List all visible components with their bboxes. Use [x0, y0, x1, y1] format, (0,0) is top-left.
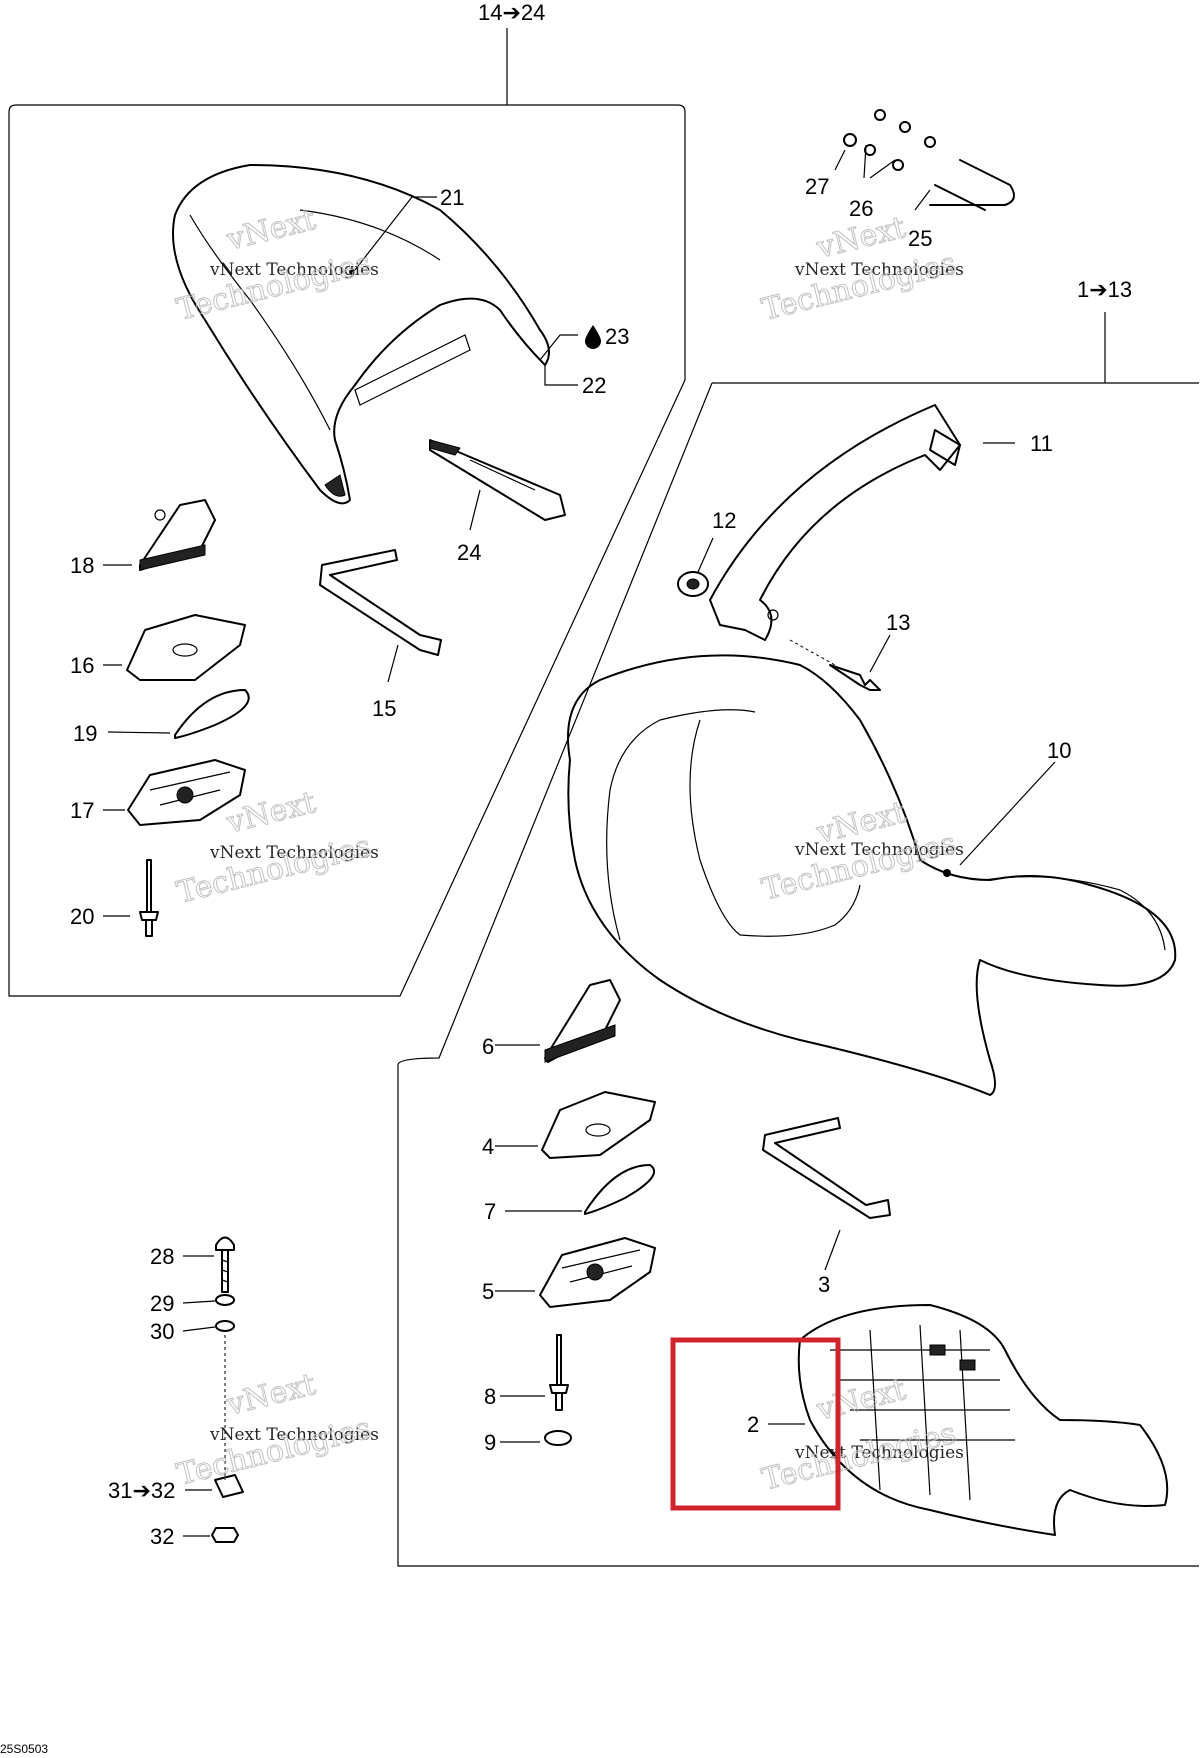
- rod-part-3: [762, 1117, 891, 1219]
- callout-11: 11: [1030, 431, 1053, 456]
- callout-3: 3: [818, 1272, 830, 1297]
- washer-part-30: [215, 1320, 235, 1332]
- callout-29: 29: [150, 1291, 174, 1316]
- watermark-3: vNext vNext Technologies Technologies: [173, 785, 379, 912]
- callout-2: 2: [747, 1412, 759, 1437]
- group-label-14-24: 14➔24: [478, 0, 545, 25]
- callout-22: 22: [582, 373, 606, 398]
- callout-26: 26: [849, 196, 873, 221]
- callout-8: 8: [484, 1384, 496, 1409]
- driver-seat-part-10: [567, 654, 1177, 1096]
- callout-20: 20: [70, 904, 94, 929]
- svg-text:vNext Technologies: vNext Technologies: [209, 843, 379, 863]
- oil-drop-icon: [585, 325, 601, 349]
- latch-part-18: [139, 499, 216, 571]
- svg-text:vNext Technologies: vNext Technologies: [794, 840, 964, 860]
- svg-text:Technologies: Technologies: [758, 246, 959, 328]
- striker-part-4: [541, 1091, 656, 1159]
- clip-part-7: [584, 1164, 656, 1215]
- clip-part-19: [174, 689, 250, 739]
- callout-9: 9: [484, 1430, 496, 1455]
- callout-19: 19: [73, 721, 97, 746]
- rod-part-15: [319, 549, 442, 656]
- nuts-part-26: [864, 109, 936, 171]
- bracket-part-24: [429, 439, 566, 521]
- leader-lines: [103, 144, 1056, 1537]
- callout-27: 27: [805, 174, 829, 199]
- callout-28: 28: [150, 1244, 174, 1269]
- callout-23: 23: [605, 324, 629, 349]
- bolt-part-28: [215, 1236, 235, 1293]
- latch-base-part-5: [539, 1237, 656, 1308]
- grommet-part-12: [677, 571, 709, 597]
- callout-24: 24: [457, 540, 481, 565]
- watermark-2: vNext vNext Technologies Technologies: [758, 210, 964, 329]
- callout-32: 32: [150, 1524, 174, 1549]
- callout-6: 6: [482, 1034, 494, 1059]
- svg-text:vNext Technologies: vNext Technologies: [794, 260, 964, 280]
- reference-code: 25S0503: [0, 1742, 48, 1756]
- latch-part-6: [544, 979, 621, 1063]
- callout-25: 25: [908, 226, 932, 251]
- callout-7: 7: [484, 1199, 496, 1224]
- nut-part-32: [211, 1527, 239, 1543]
- svg-text:Technologies: Technologies: [173, 829, 374, 911]
- highlight-box-part-2: [670, 1337, 841, 1511]
- panel-passenger-seat-border: [8, 104, 686, 997]
- callout-21: 21: [440, 185, 464, 210]
- latch-base-part-17: [127, 759, 246, 826]
- callout-15: 15: [372, 696, 396, 721]
- seat-base-part-2: [797, 1304, 1169, 1536]
- callout-18: 18: [70, 553, 94, 578]
- group-label-31-32: 31➔32: [108, 1478, 175, 1503]
- striker-part-16: [126, 614, 246, 681]
- svg-text:vNext Technologies: vNext Technologies: [209, 260, 379, 280]
- callout-17: 17: [70, 798, 94, 823]
- svg-text:vNext: vNext: [222, 202, 319, 258]
- callout-5: 5: [482, 1279, 494, 1304]
- callout-16: 16: [70, 653, 94, 678]
- svg-text:Technologies: Technologies: [173, 246, 374, 328]
- callout-10: 10: [1047, 738, 1071, 763]
- callout-4: 4: [482, 1134, 494, 1159]
- svg-text:Technologies: Technologies: [173, 1411, 374, 1493]
- svg-text:vNext Technologies: vNext Technologies: [209, 1425, 379, 1445]
- watermark-5: vNext vNext Technologies Technologies: [173, 1367, 379, 1494]
- passenger-seat-part-21: [172, 164, 550, 505]
- rivet-part-20: [139, 859, 159, 937]
- nut-part-27: [843, 133, 857, 147]
- svg-text:vNext: vNext: [222, 785, 319, 841]
- svg-text:vNext: vNext: [222, 1367, 319, 1423]
- handle-bracket-part-11: [709, 404, 961, 641]
- callout-12: 12: [712, 508, 736, 533]
- u-bolt-part-25: [929, 159, 1015, 211]
- screw-part-13: [789, 639, 881, 691]
- callout-13: 13: [886, 610, 910, 635]
- group-label-1-13: 1➔13: [1077, 277, 1132, 302]
- square-nut-part-31: [214, 1474, 244, 1498]
- rivet-part-8: [549, 1334, 569, 1411]
- lock-washer-part-29: [215, 1294, 235, 1306]
- watermark-6: vNext vNext Technologies Technologies: [758, 1372, 964, 1499]
- callout-30: 30: [150, 1319, 174, 1344]
- washer-part-9: [544, 1430, 572, 1446]
- panel-driver-seat-border: [397, 382, 1199, 1567]
- watermark-4: vNext vNext Technologies Technologies: [758, 795, 964, 909]
- watermark-1: vNext vNext Technologies Technologies: [173, 202, 379, 329]
